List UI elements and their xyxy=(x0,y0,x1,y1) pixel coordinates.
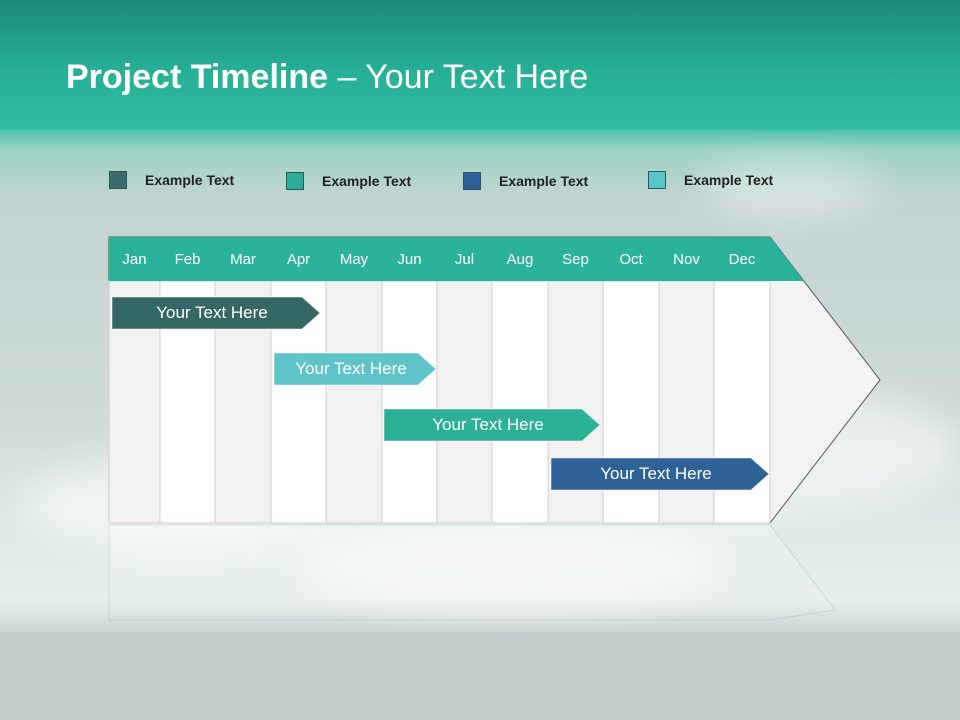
legend-swatch-4 xyxy=(648,171,666,189)
header-band xyxy=(0,0,960,130)
month-column xyxy=(436,280,493,524)
task-bar-label-3: Your Text Here xyxy=(432,415,544,434)
task-bar-1 xyxy=(111,296,321,330)
ground xyxy=(0,632,960,720)
title-bold: Project Timeline xyxy=(66,58,329,96)
month-label-jul: Jul xyxy=(454,250,475,268)
task-bar-2 xyxy=(273,352,437,386)
month-label-jan: Jan xyxy=(122,250,147,268)
legend-item-2: Example Text xyxy=(286,172,411,190)
month-label-sep: Sep xyxy=(562,250,589,268)
legend-item-3: Example Text xyxy=(463,172,588,190)
month-label-nov: Nov xyxy=(673,250,700,268)
slide-title: Project Timeline – Your Text Here xyxy=(66,58,588,97)
legend-label-1: Example Text xyxy=(145,172,235,188)
month-label-jun: Jun xyxy=(397,250,422,268)
task-bar-label-4: Your Text Here xyxy=(600,464,712,483)
legend-item-1: Example Text xyxy=(109,171,234,189)
legend-swatch-1 xyxy=(109,171,127,189)
month-column xyxy=(381,280,438,524)
title-rest: – Your Text Here xyxy=(328,58,589,96)
month-label-may: May xyxy=(339,250,369,268)
month-label-oct: Oct xyxy=(619,250,643,268)
task-bar-label-2: Your Text Here xyxy=(295,359,407,378)
legend-label-2: Example Text xyxy=(322,173,412,189)
month-header-band xyxy=(109,237,804,281)
month-label-apr: Apr xyxy=(286,250,311,268)
arrow-reflection xyxy=(108,524,836,621)
legend-swatch-2 xyxy=(286,172,304,190)
legend-label-3: Example Text xyxy=(499,173,589,189)
month-label-mar: Mar xyxy=(230,250,256,268)
month-label-feb: Feb xyxy=(174,250,201,268)
month-label-dec: Dec xyxy=(728,250,756,268)
legend-item-4: Example Text xyxy=(648,171,773,189)
task-bar-label-1: Your Text Here xyxy=(156,303,268,322)
month-column xyxy=(325,280,383,524)
month-column xyxy=(491,280,549,524)
month-label-aug: Aug xyxy=(506,250,534,268)
task-bar-4 xyxy=(550,457,770,491)
legend-label-4: Example Text xyxy=(684,172,774,188)
legend-swatch-3 xyxy=(463,172,481,190)
task-bars xyxy=(111,296,770,491)
task-bar-3 xyxy=(383,408,601,442)
